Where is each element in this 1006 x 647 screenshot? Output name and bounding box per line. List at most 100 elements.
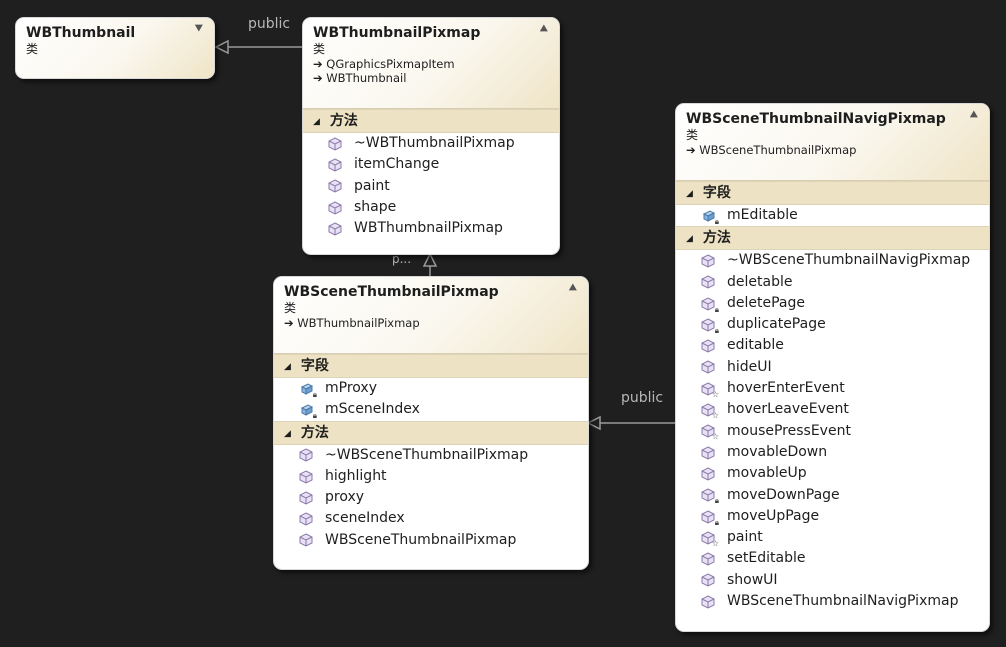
protected-method-icon: ☆: [701, 382, 719, 398]
private-field-icon: 🔒︎: [701, 209, 719, 225]
member-name: mEditable: [727, 207, 798, 223]
member-row[interactable]: 🔒︎moveDownPage: [676, 485, 989, 506]
base-class-name: WBSceneThumbnailPixmap: [699, 143, 857, 157]
fields-list: 🔒︎mProxy🔒︎mSceneIndex: [274, 378, 588, 421]
collapse-triangle-icon: ◢: [313, 117, 320, 127]
section-methods-header[interactable]: ◢ 方法: [274, 420, 588, 445]
collapse-triangle-icon: ◢: [284, 362, 291, 372]
private-method-icon: 🔒︎: [701, 488, 719, 505]
method-icon: [328, 158, 342, 172]
base-class-line: ➔ QGraphicsPixmapItem: [313, 57, 455, 71]
member-name: sceneIndex: [325, 510, 405, 527]
member-name: paint: [354, 177, 390, 194]
member-name: hideUI: [727, 358, 772, 375]
member-name: movableUp: [727, 465, 807, 482]
member-row[interactable]: setEditable: [676, 548, 989, 569]
member-row[interactable]: ☆paint: [676, 527, 989, 548]
method-icon: [328, 200, 342, 215]
chevron-double-up-icon[interactable]: ⯅: [538, 22, 549, 37]
member-row[interactable]: movableDown: [676, 442, 989, 463]
section-label: 字段: [702, 185, 731, 201]
method-icon: [701, 339, 715, 353]
section-label: 方法: [702, 230, 731, 247]
member-row[interactable]: 🔒︎ mEditable: [676, 205, 989, 226]
private-method-icon: 🔒︎: [701, 296, 719, 313]
member-row[interactable]: ~WBThumbnailPixmap: [303, 133, 559, 154]
member-name: WBSceneThumbnailNavigPixmap: [727, 593, 959, 610]
chevron-double-up-icon[interactable]: ⯅: [567, 281, 578, 296]
base-class-name: WBThumbnailPixmap: [297, 316, 420, 330]
chevron-double-up-icon[interactable]: ⯅: [968, 108, 979, 123]
member-row[interactable]: 🔒︎deletePage: [676, 293, 989, 314]
method-icon: [299, 533, 313, 547]
section-label: 字段: [300, 358, 329, 374]
member-row[interactable]: deletable: [676, 272, 989, 293]
collapse-triangle-icon: ◢: [686, 234, 693, 245]
method-icon: [328, 222, 342, 236]
member-row[interactable]: ☆mousePressEvent: [676, 421, 989, 442]
member-name: duplicatePage: [727, 316, 826, 333]
member-row[interactable]: shape: [303, 197, 559, 218]
member-row[interactable]: itemChange: [303, 154, 559, 175]
arrowhead-scene: [586, 415, 601, 431]
class-header: WBThumbnailPixmap 类 ➔ QGraphicsPixmapIte…: [303, 18, 559, 109]
collapse-triangle-icon: ◢: [686, 189, 693, 199]
class-kind: 类: [284, 301, 297, 315]
member-row[interactable]: hideUI: [676, 357, 989, 378]
base-class-line: ➔ WBSceneThumbnailPixmap: [686, 143, 857, 157]
member-row[interactable]: ☆hoverLeaveEvent: [676, 399, 989, 420]
method-icon: [701, 467, 715, 481]
relation-label-public: public: [248, 16, 291, 32]
section-methods-header[interactable]: ◢ 方法: [303, 109, 559, 133]
section-label: 方法: [329, 113, 358, 129]
member-name: ~WBSceneThumbnailPixmap: [325, 446, 529, 463]
class-header: WBThumbnail 类 ⯆: [16, 18, 214, 78]
member-row[interactable]: showUI: [676, 570, 989, 591]
member-row[interactable]: 🔒︎moveUpPage: [676, 506, 989, 527]
class-box-wbscenethumbnailpixmap[interactable]: WBSceneThumbnailPixmap 类 ➔ WBThumbnailPi…: [273, 276, 589, 570]
member-row[interactable]: proxy: [274, 487, 588, 508]
section-label: 方法: [300, 424, 329, 441]
class-name: WBSceneThumbnailPixmap: [284, 284, 499, 300]
member-name: deletable: [727, 273, 793, 290]
member-row[interactable]: WBSceneThumbnailPixmap: [274, 530, 588, 551]
method-icon: [701, 254, 715, 268]
base-class-line: ➔ WBThumbnailPixmap: [284, 316, 420, 330]
member-name: WBThumbnailPixmap: [354, 220, 503, 237]
member-name: highlight: [325, 467, 387, 484]
collapse-triangle-icon: ◢: [284, 428, 291, 439]
section-methods-header[interactable]: ◢ 方法: [676, 226, 989, 251]
member-row[interactable]: 🔒︎duplicatePage: [676, 314, 989, 335]
method-icon: [328, 137, 342, 151]
member-name: paint: [727, 529, 763, 546]
member-row[interactable]: ~WBSceneThumbnailPixmap: [274, 445, 588, 466]
member-row[interactable]: WBThumbnailPixmap: [303, 218, 559, 239]
chevron-double-down-icon[interactable]: ⯆: [193, 22, 204, 37]
member-row[interactable]: ~WBSceneThumbnailNavigPixmap: [676, 250, 989, 271]
class-kind: 类: [686, 128, 699, 142]
private-method-icon: 🔒︎: [701, 509, 719, 526]
section-fields-header[interactable]: ◢ 字段: [274, 354, 588, 378]
member-name: itemChange: [354, 156, 440, 173]
member-row[interactable]: WBSceneThumbnailNavigPixmap: [676, 591, 989, 612]
method-icon: [701, 275, 715, 289]
section-fields-header[interactable]: ◢ 字段: [676, 181, 989, 205]
class-box-wbscenethumbnailnavigpixmap[interactable]: WBSceneThumbnailNavigPixmap 类 ➔ WBSceneT…: [675, 103, 990, 632]
relation-label-public: public: [621, 390, 664, 406]
member-row[interactable]: editable: [676, 335, 989, 356]
member-row[interactable]: sceneIndex: [274, 508, 588, 529]
member-row[interactable]: movableUp: [676, 463, 989, 484]
member-row[interactable]: paint: [303, 176, 559, 197]
class-header: WBSceneThumbnailPixmap 类 ➔ WBThumbnailPi…: [274, 277, 588, 354]
class-box-wbthumbnail[interactable]: WBThumbnail 类 ⯆: [15, 17, 215, 79]
member-row[interactable]: 🔒︎mSceneIndex: [274, 399, 588, 420]
member-row[interactable]: ☆ hoverEnterEvent: [676, 378, 989, 399]
member-row[interactable]: 🔒︎mProxy: [274, 378, 588, 399]
private-field-icon: 🔒︎: [299, 382, 317, 398]
class-name: WBThumbnailPixmap: [313, 25, 481, 41]
arrowhead-pixmap: [422, 252, 438, 267]
member-name: hoverEnterEvent: [727, 380, 845, 397]
class-box-wbthumbnailpixmap[interactable]: WBThumbnailPixmap 类 ➔ QGraphicsPixmapIte…: [302, 17, 560, 255]
member-row[interactable]: highlight: [274, 466, 588, 487]
member-name: showUI: [727, 571, 778, 588]
